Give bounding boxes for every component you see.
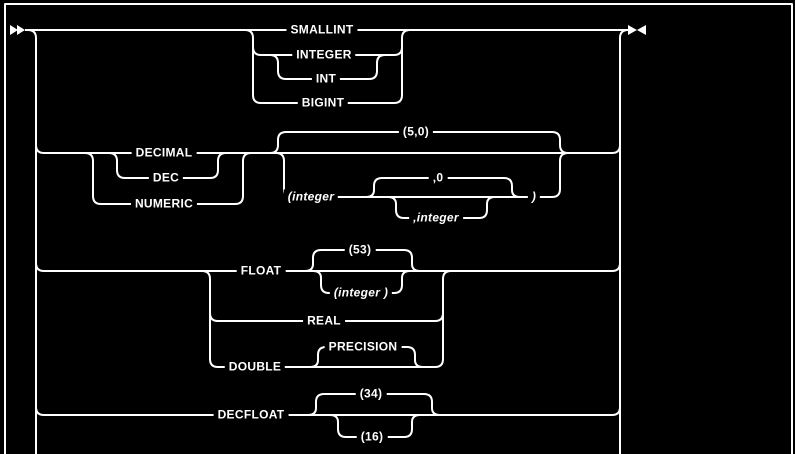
variable-integer-paren: (integer ) [329, 285, 393, 301]
default-precision-53: (53) [344, 242, 376, 258]
default-precision-34: (34) [355, 386, 387, 402]
decfloat-group-lines [35, 393, 621, 438]
keyword-int: INT [311, 71, 341, 87]
keyword-float: FLOAT [236, 263, 286, 279]
default-scale-0: ,0 [428, 170, 448, 186]
keyword-smallint: SMALLINT [286, 22, 358, 38]
keyword-double: DOUBLE [224, 359, 286, 375]
keyword-decimal: DECIMAL [131, 145, 197, 161]
left-rail [27, 29, 37, 454]
start-arrows-icon [10, 25, 25, 35]
default-precision-5-0: (5,0) [398, 124, 434, 140]
close-paren: ) [527, 189, 541, 205]
keyword-dec: DEC [148, 170, 184, 186]
keyword-decfloat: DECFLOAT [213, 407, 289, 423]
decimal-group-lines [35, 131, 621, 219]
end-arrows-icon [628, 25, 646, 35]
keyword-precision: PRECISION [324, 339, 402, 355]
variable-comma-integer: ,integer [409, 210, 463, 226]
keyword-real: REAL [303, 313, 345, 329]
keyword-bigint: BIGINT [297, 95, 349, 111]
keyword-integer: INTEGER [292, 47, 356, 63]
alt-precision-16: (16) [356, 429, 388, 445]
keyword-numeric: NUMERIC [130, 196, 198, 212]
variable-open-integer: (integer [283, 189, 339, 205]
right-rail [619, 29, 629, 454]
integer-group-lines [244, 29, 411, 104]
frame-border [4, 3, 793, 454]
